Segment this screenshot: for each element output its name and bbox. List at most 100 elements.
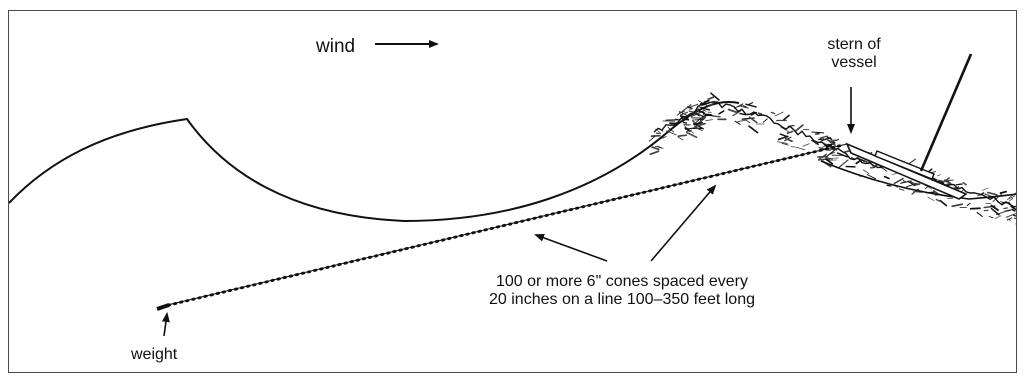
- cone: [818, 148, 823, 152]
- cone: [647, 189, 653, 193]
- cone: [599, 200, 604, 204]
- cone: [398, 248, 403, 252]
- cone: [410, 245, 415, 249]
- diagram-frame: wind stern of vessel 100 or more 6" cone…: [8, 10, 1017, 373]
- cone: [520, 219, 525, 223]
- cone: [727, 170, 732, 174]
- cones-pointer-arrow-right: [650, 184, 717, 262]
- cone: [641, 190, 647, 194]
- cone: [721, 171, 726, 176]
- cone: [422, 242, 428, 246]
- cone: [386, 251, 391, 255]
- cone: [635, 192, 641, 196]
- cone: [465, 232, 470, 236]
- cone: [172, 302, 178, 306]
- cone: [739, 167, 744, 171]
- cone: [337, 262, 342, 267]
- cone: [209, 293, 214, 297]
- cone: [495, 225, 501, 229]
- cone: [623, 195, 629, 199]
- cone: [629, 193, 635, 197]
- cone: [745, 166, 750, 170]
- cone: [446, 236, 452, 241]
- cone: [794, 154, 799, 158]
- cone: [708, 174, 714, 178]
- cone: [373, 254, 379, 258]
- cone: [191, 297, 196, 301]
- cone: [678, 182, 683, 186]
- cone: [513, 221, 519, 225]
- cone: [471, 231, 476, 235]
- cone: [806, 151, 811, 155]
- cone: [654, 187, 659, 191]
- cone: [587, 203, 592, 207]
- cone: [264, 280, 269, 284]
- cone: [349, 260, 354, 264]
- cone: [453, 235, 458, 239]
- cone: [233, 287, 239, 291]
- cone: [593, 202, 598, 206]
- cone: [781, 157, 787, 161]
- cone: [684, 180, 689, 184]
- vessel-mast: [919, 53, 973, 172]
- cone: [812, 150, 817, 154]
- cone: [775, 158, 781, 163]
- cone: [215, 291, 220, 295]
- cone: [392, 249, 397, 254]
- cone: [440, 238, 446, 242]
- cone: [178, 300, 184, 304]
- wind-label: wind: [316, 36, 356, 57]
- cone: [532, 216, 537, 220]
- cone: [319, 267, 324, 271]
- cone: [483, 228, 488, 232]
- cone: [763, 161, 769, 165]
- cone: [617, 196, 622, 200]
- cone: [690, 179, 696, 183]
- cone: [526, 218, 531, 222]
- cones-description-label: 100 or more 6" cones spaced every 20 inc…: [407, 273, 837, 309]
- drogue-cones: [166, 144, 842, 307]
- cone: [185, 299, 190, 303]
- cone: [568, 208, 574, 212]
- cone: [312, 268, 318, 272]
- cone: [666, 184, 671, 189]
- cone: [197, 296, 202, 300]
- cone: [544, 213, 549, 217]
- wave-profile: [9, 101, 740, 223]
- cone: [252, 283, 257, 287]
- cone: [836, 144, 842, 148]
- cone: [343, 261, 348, 265]
- cone: [276, 277, 281, 281]
- cone: [361, 257, 367, 261]
- cone: [672, 183, 677, 187]
- stern-of-vessel-label: stern of vessel: [799, 36, 909, 72]
- vessel: [845, 53, 973, 200]
- cone: [282, 275, 287, 280]
- cone: [696, 177, 702, 181]
- cone: [270, 278, 275, 282]
- weight: [156, 303, 170, 311]
- cone: [574, 206, 580, 210]
- cone: [824, 147, 830, 151]
- weight-pointer-arrow: [161, 312, 170, 337]
- vessel-hull: [845, 142, 968, 200]
- cone: [538, 215, 543, 219]
- cone: [660, 186, 665, 190]
- diagram-canvas: [9, 40, 1016, 337]
- cone: [355, 258, 361, 262]
- cone: [221, 290, 227, 294]
- cone: [757, 163, 763, 167]
- cone: [605, 199, 610, 203]
- cone: [325, 265, 330, 269]
- cone: [733, 169, 738, 173]
- cone: [379, 252, 385, 256]
- cone: [416, 244, 421, 248]
- cone: [830, 145, 836, 149]
- cone: [459, 234, 464, 238]
- cone: [239, 286, 245, 290]
- cone: [404, 247, 409, 251]
- cone: [562, 209, 568, 213]
- cone: [294, 273, 300, 277]
- cone: [434, 239, 440, 243]
- cone: [367, 255, 373, 259]
